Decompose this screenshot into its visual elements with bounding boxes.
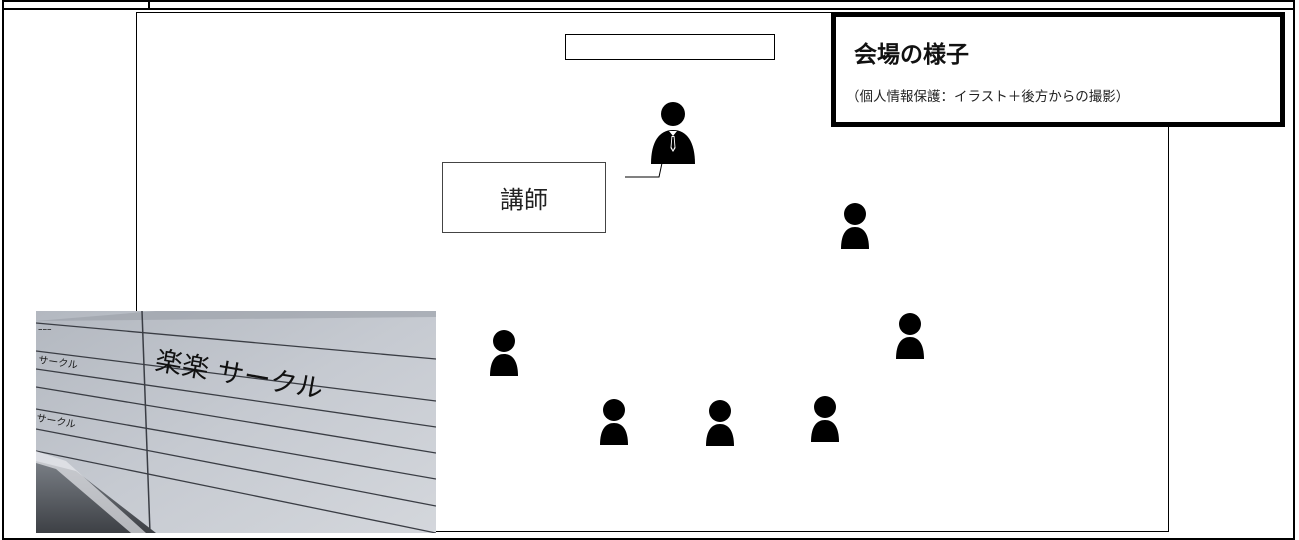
whiteboard-rect: [565, 34, 775, 60]
attendee-icon-4: [600, 399, 628, 445]
attendee-icon-3: [490, 330, 518, 376]
title-note: （個人情報保護：イラスト＋後方からの撮影）: [846, 89, 1130, 105]
photo-left-label-1: サークル: [38, 354, 79, 371]
attendee-icon-5: [706, 400, 734, 446]
title-box: 会場の様子 （個人情報保護：イラスト＋後方からの撮影）: [831, 12, 1285, 127]
attendee-icon-1: [841, 203, 869, 249]
attendee-icon-6: [811, 396, 839, 442]
speaker-icon: [651, 102, 695, 164]
svg-text:ｰｰｰ: ｰｰｰ: [38, 326, 52, 336]
whiteboard-photo: ｰｰｰ サークル サークル 楽楽 サークル: [36, 311, 436, 533]
title-heading: 会場の様子: [854, 42, 969, 68]
top-divider: [148, 0, 150, 9]
speaker-label: 講師: [442, 162, 606, 233]
top-rule: [2, 8, 1295, 10]
attendee-icon-2: [896, 313, 924, 359]
